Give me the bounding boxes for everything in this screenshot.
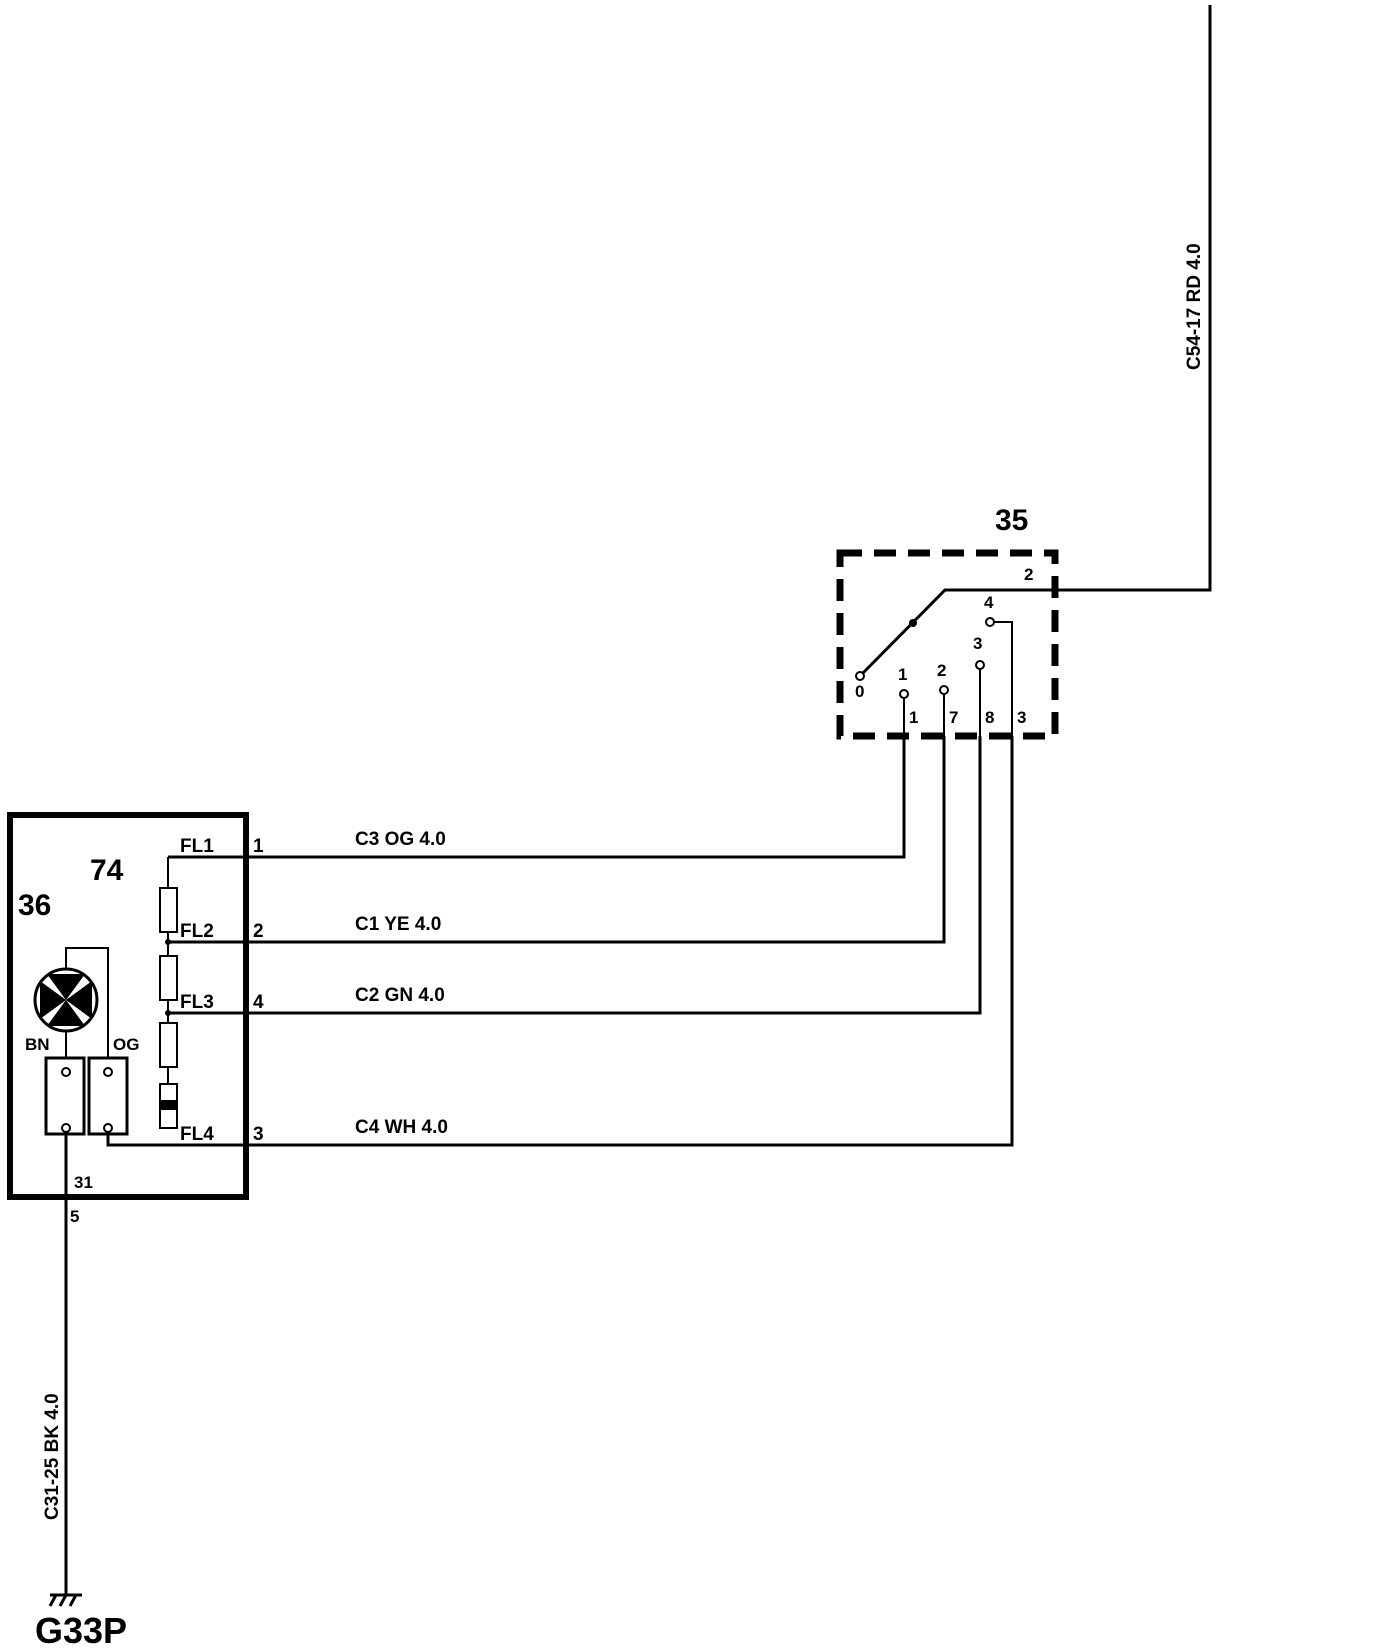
wire-c4	[106, 736, 1014, 1147]
motor-number: 36	[18, 889, 51, 922]
switch-arm-dot	[909, 619, 917, 627]
fl3-label: FL3	[180, 992, 214, 1013]
thermal-fuse-band	[160, 1100, 177, 1110]
resistor-2	[159, 955, 178, 1001]
contact-1	[899, 689, 909, 699]
node-3	[165, 1010, 171, 1016]
connector-pin-bl	[61, 1123, 71, 1133]
switch-pos-4: 4	[984, 593, 994, 612]
switch-pin-in: 2	[1024, 565, 1033, 584]
resistor-number: 74	[90, 854, 124, 887]
blower-unit-box	[7, 812, 249, 1200]
contact-4	[985, 617, 995, 627]
ground-icon	[48, 1593, 82, 1607]
contact-3	[975, 660, 985, 670]
node-2	[165, 939, 171, 945]
connector-pin-br	[103, 1123, 113, 1133]
switch-out-4: 3	[1017, 708, 1026, 727]
pin-2-label: 2	[253, 921, 264, 942]
ground-wire-label: C31-25 BK 4.0	[42, 1393, 63, 1520]
wire-c4-label: C4 WH 4.0	[355, 1117, 448, 1138]
connector-pin-tr	[103, 1067, 113, 1077]
connector-pin-tl	[61, 1067, 71, 1077]
switch-out-2: 7	[949, 708, 958, 727]
switch-pos-0: 0	[855, 682, 864, 701]
switch-pos-2: 2	[937, 661, 946, 680]
ground-label: G33P	[35, 1610, 127, 1648]
contact-2	[939, 685, 949, 695]
wire-c2	[168, 736, 982, 1015]
fl4-label: FL4	[180, 1124, 214, 1145]
supply-wire-label: C54-17 RD 4.0	[1184, 243, 1205, 370]
pin-4-label: 4	[253, 992, 264, 1013]
wire-c3-label: C3 OG 4.0	[355, 829, 446, 850]
wire-c1-label: C1 YE 4.0	[355, 914, 441, 935]
wire-c2-label: C2 GN 4.0	[355, 985, 445, 1006]
switch-pos-1: 1	[898, 665, 907, 684]
pin-3-label: 3	[253, 1124, 264, 1145]
terminal-31: 31	[74, 1173, 93, 1192]
terminal-5: 5	[70, 1207, 79, 1226]
og-label: OG	[113, 1035, 139, 1054]
switch-number: 35	[995, 504, 1028, 537]
resistor-3	[159, 1022, 178, 1068]
fl2-label: FL2	[180, 921, 214, 942]
fl1-label: FL1	[180, 836, 214, 857]
wire-c3	[168, 736, 906, 859]
resistor-1	[159, 887, 178, 933]
switch-pivot	[855, 671, 865, 681]
supply-wire	[1055, 5, 1212, 592]
switch-out-3: 8	[985, 708, 994, 727]
switch-pos-3: 3	[973, 634, 982, 653]
switch-arm	[858, 588, 1055, 678]
wire-c1	[168, 736, 946, 944]
switch-out-1: 1	[909, 708, 918, 727]
fan-blades	[40, 974, 92, 1026]
motor-frame	[65, 947, 109, 1062]
contact-4-lead	[994, 621, 1013, 736]
switch-35-box	[836, 549, 1059, 740]
pin-1-label: 1	[253, 836, 264, 857]
bn-label: BN	[25, 1035, 50, 1054]
